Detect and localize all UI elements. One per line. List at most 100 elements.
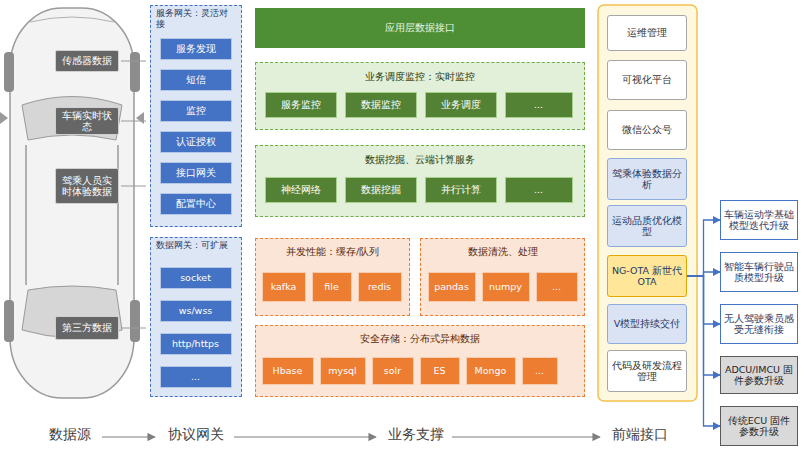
node-text: 车辆运动学基础模型迭代升级 [721,209,797,232]
leader-line [121,61,146,62]
node-text: 数据监控 [359,99,403,110]
car-wheel [4,300,14,342]
service-item: ... [505,92,573,118]
node-text: 数据挖掘、云端计算服务 [363,154,477,165]
gateway-item: socket [160,267,232,289]
node-text: 服务发现 [174,43,218,54]
gateway-panel: 服务网关：灵活对接服务发现短信监控认证授权接口网关配置中心 [150,5,242,227]
node-text: 驾乘体验数据分析 [608,168,686,191]
node-text: 无人驾驶乘员感受无缝衔接 [721,313,797,336]
frontend-box: 运动品质优化模型 [607,205,687,247]
service-panel: 业务调度监控：实时监控服务监控 数据监控 业务调度... [255,62,585,130]
node-text: 监控 [184,105,208,116]
storage-item: mysql [320,357,366,385]
gateway-item: ws/wss [160,300,232,322]
frontend-box: 代码及研发流程管理 [607,350,687,392]
car-body [10,8,134,398]
car-wheel [130,52,140,92]
frontend-box: 可视化平台 [607,60,687,100]
upgrade-box: ADCU/IMCU 固件参数升级 [720,356,798,394]
service-panel: 数据挖掘、云端计算服务神经网络 数据挖掘 并行计算... [255,145,585,217]
node-text: 短信 [184,74,208,85]
node-text: NG-OTA 新世代OTA [608,265,686,288]
node-text: 数据挖掘 [359,184,403,195]
stage-label: 前端接口 [604,426,676,444]
node-text: 可视化平台 [620,74,674,85]
storage-item: kafka [262,272,306,302]
car-illustration [0,8,144,398]
node-text: V模型持续交付 [612,318,683,329]
node-text: 业务调度监控：实时监控 [363,71,477,82]
service-item: 服务监控 [265,92,337,118]
interface-bar: 应用层数据接口 [255,8,585,48]
node-text: 业务调度 [439,99,483,110]
storage-item: pandas [428,272,476,302]
storage-item: redis [358,272,402,302]
storage-item: Hbase [262,357,314,385]
node-text: 安全存储：分布式异构数据 [358,333,482,344]
node-text: ... [550,281,563,292]
node-text: ES [431,365,447,376]
gateway-panel: 数据网关：可扩展socketws/wsshttp/https... [150,237,242,397]
service-item: 数据监控 [345,92,417,118]
node-text: 神经网络 [279,184,323,195]
node-text: 车辆实时状态 [56,110,118,133]
gateway-item: 配置中心 [160,193,232,215]
node-text: 服务监控 [279,99,323,110]
gateway-item: 接口网关 [160,162,232,184]
node-text: 数据网关：可扩展 [154,240,230,251]
upgrade-box: 车辆运动学基础模型迭代升级 [720,200,798,240]
storage-item: ES [420,357,460,385]
car-wheel [4,52,14,92]
storage-item: solr [372,357,414,385]
service-item: 神经网络 [265,177,337,203]
node-text: 并发性能：缓存/队列 [284,246,381,257]
leader-line [121,328,146,329]
flow-arrow [102,436,155,437]
node-text: numpy [487,281,524,292]
node-text: 数据清洗、处理 [466,246,540,257]
storage-item: numpy [482,272,530,302]
node-text: ADCU/IMCU 固件参数升级 [721,364,797,387]
stage-label: 协议网关 [160,426,232,444]
data-source-box: 第三方数据 [55,316,119,340]
node-text: 代码及研发流程管理 [608,360,686,383]
storage-item: ... [522,357,558,385]
data-source-box: 驾乘人员实时体验数据 [55,168,119,204]
service-item: 数据挖掘 [345,177,417,203]
node-text: 第三方数据 [60,322,114,333]
node-text: 应用层数据接口 [383,22,457,33]
node-text: 智能车辆行驶品质模型升级 [721,261,797,284]
data-source-box: 传感器数据 [55,50,119,72]
storage-item: file [312,272,352,302]
node-text: 运动品质优化模型 [608,215,686,238]
ota-box: NG-OTA 新世代OTA [607,255,687,297]
node-text: 接口网关 [174,167,218,178]
upgrade-box: 传统ECU 固件参数升级 [720,406,798,446]
gateway-item: http/https [160,333,232,355]
node-text: ... [532,99,545,110]
node-text: Mongo [473,365,509,376]
node-text: socket [178,272,213,283]
node-text: 微信公众号 [620,124,674,135]
upgrade-box: 智能车辆行驶品质模型升级 [720,252,798,292]
service-item: 业务调度 [425,92,497,118]
gateway-item: 监控 [160,100,232,122]
storage-item: Mongo [466,357,516,385]
gateway-item: 认证授权 [160,131,232,153]
stage-label: 业务支撑 [380,426,452,444]
node-text: 并行计算 [439,184,483,195]
leader-line [121,121,146,122]
car-door-line [26,145,118,285]
flow-arrow [234,436,376,437]
node-text: 驾乘人员实时体验数据 [56,175,118,198]
leader-line [121,186,146,187]
node-text: file [322,281,340,292]
node-text: ws/wss [177,305,215,316]
node-text: solr [382,365,403,376]
frontend-box: 运维管理 [607,15,687,51]
node-text: mysql [326,365,359,376]
car-hood-line [30,17,114,22]
node-text: ... [532,184,545,195]
storage-item: ... [536,272,578,302]
